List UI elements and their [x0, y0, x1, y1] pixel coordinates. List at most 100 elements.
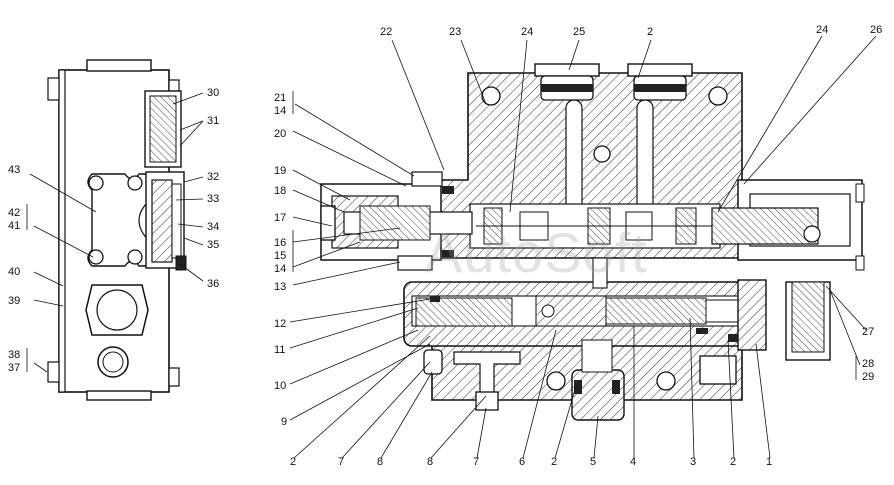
- seal-ring-c: [574, 380, 582, 394]
- side-bolt-tl: [47, 77, 60, 101]
- bottom-plug-5: [571, 369, 625, 421]
- callout-14-bottom: 14: [274, 263, 286, 275]
- callout-43: 43: [8, 164, 20, 176]
- callout-25: 25: [573, 26, 585, 38]
- callout-10: 10: [274, 380, 286, 392]
- side-bolt-bl: [47, 361, 60, 383]
- callout-9: 9: [281, 416, 287, 428]
- top-cap-2: [627, 63, 693, 77]
- lower-right-cylinder-inner: [791, 281, 825, 353]
- callout-29: 29: [862, 371, 874, 383]
- callout-2-bottom-a: 2: [290, 456, 296, 468]
- watermark: AutoSoft: [425, 221, 648, 284]
- side-cylinder-inner: [149, 95, 177, 163]
- slide-spring-seat: [415, 297, 513, 327]
- callout-24-right: 24: [816, 24, 828, 36]
- channel-right: [636, 99, 654, 221]
- left-nut-13: [397, 255, 433, 271]
- seal-ring-d: [612, 380, 620, 394]
- side-bottom-tab: [86, 390, 152, 401]
- callout-39: 39: [8, 295, 20, 307]
- body-hole-left: [481, 86, 501, 106]
- callout-2-bottom-b: 2: [551, 456, 557, 468]
- callout-3: 3: [690, 456, 696, 468]
- top-cap-25-band: [541, 84, 593, 92]
- left-nut-21: [411, 171, 443, 187]
- callout-2-top: 2: [647, 26, 653, 38]
- left-bolt-8: [423, 349, 443, 375]
- seal-ring-b: [696, 328, 708, 334]
- callout-2-bottom-c: 2: [730, 456, 736, 468]
- slide-piston: [605, 297, 707, 325]
- channel-left: [565, 99, 583, 221]
- left-seal-bottom: [442, 250, 454, 258]
- callout-20: 20: [274, 128, 286, 140]
- callout-28: 28: [862, 358, 874, 370]
- callout-41: 41: [8, 220, 20, 232]
- side-plunger-nut: [175, 255, 187, 271]
- side-flange-bolt-br: [127, 249, 143, 265]
- callout-23: 23: [449, 26, 461, 38]
- callout-38: 38: [8, 349, 20, 361]
- top-cap-2-band: [634, 84, 686, 92]
- side-bolt-br: [168, 367, 180, 387]
- slide-ball: [541, 304, 555, 318]
- side-view: [47, 59, 187, 401]
- body-hole-lower-left: [546, 371, 566, 391]
- callout-5: 5: [590, 456, 596, 468]
- callout-36: 36: [207, 278, 219, 290]
- side-flange-bolt-bl: [88, 249, 104, 265]
- body-hole-right: [708, 86, 728, 106]
- side-top-tab: [86, 59, 152, 72]
- side-hex-plug-circle: [96, 289, 138, 331]
- seal-ring-e: [728, 334, 738, 342]
- callout-37: 37: [8, 362, 20, 374]
- callout-27: 27: [862, 326, 874, 338]
- callout-1: 1: [766, 456, 772, 468]
- bottom-bolt-7: [475, 391, 499, 411]
- callout-15: 15: [274, 250, 286, 262]
- left-seal-top: [442, 186, 454, 194]
- callout-32: 32: [207, 171, 219, 183]
- callout-30: 30: [207, 87, 219, 99]
- callout-21: 21: [274, 92, 286, 104]
- callout-42: 42: [8, 207, 20, 219]
- seal-ring-a: [430, 296, 440, 302]
- leader-lines: [26, 35, 877, 459]
- body-hole-center: [593, 145, 611, 163]
- callout-16: 16: [274, 237, 286, 249]
- right-pin: [803, 225, 821, 243]
- side-flange-bolt-tl: [88, 175, 104, 191]
- callout-7-a: 7: [338, 456, 344, 468]
- callout-40: 40: [8, 266, 20, 278]
- callout-22: 22: [380, 26, 392, 38]
- side-plunger-33: [151, 179, 173, 263]
- right-cap-tab: [855, 183, 865, 203]
- left-actuator-cap: [320, 205, 336, 241]
- callout-6: 6: [519, 456, 525, 468]
- callout-labels: 30 31 32 33 34 35 36 43 42 41 40 39 38 3…: [8, 24, 882, 468]
- callout-8-a: 8: [377, 456, 383, 468]
- right-piston: [711, 207, 819, 245]
- right-cap-tab-b: [855, 255, 865, 271]
- side-edge-strip: [58, 69, 66, 393]
- callout-4: 4: [630, 456, 636, 468]
- callout-14-top: 14: [274, 105, 286, 117]
- callout-12: 12: [274, 318, 286, 330]
- callout-7-b: 7: [473, 456, 479, 468]
- callout-31: 31: [207, 115, 219, 127]
- callout-11: 11: [274, 344, 285, 356]
- body-hole-lower-right: [656, 371, 676, 391]
- side-flange-bolt-tr: [127, 175, 143, 191]
- callout-13: 13: [274, 281, 286, 293]
- callout-33: 33: [207, 193, 219, 205]
- section-view: [320, 63, 865, 421]
- right-bolt-3: [699, 355, 737, 385]
- left-actuator-thread: [359, 205, 431, 241]
- callout-35: 35: [207, 239, 219, 251]
- bottom-plug-stem: [581, 339, 613, 373]
- callout-8-b: 8: [427, 456, 433, 468]
- side-plunger-34: [171, 183, 182, 259]
- callout-26: 26: [870, 24, 882, 36]
